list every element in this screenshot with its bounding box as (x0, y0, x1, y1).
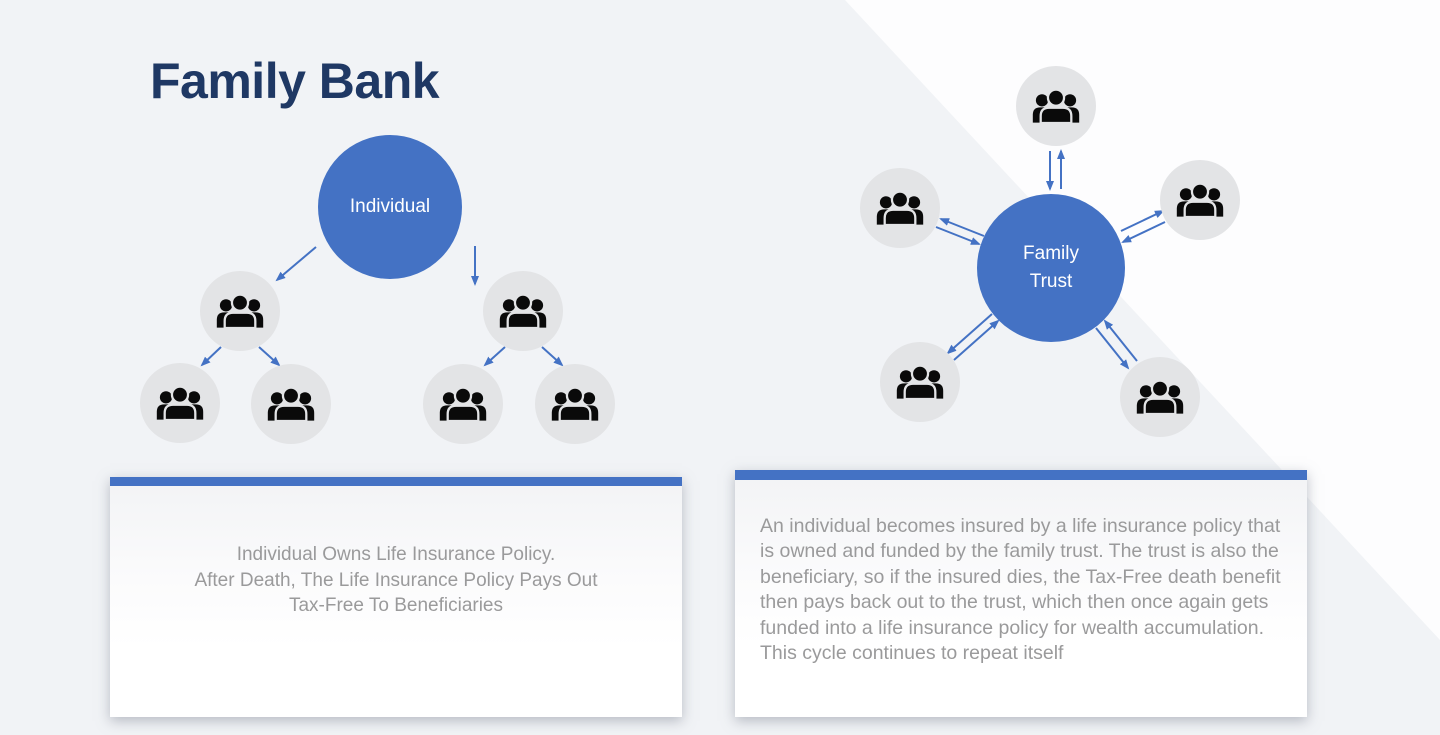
right-note-text: An individual becomes insured by a life … (760, 515, 1281, 665)
beneficiary-group-node (483, 271, 563, 351)
beneficiary-node (140, 363, 220, 443)
arrow-left-group-to-beneficiary-1 (200, 346, 222, 367)
people-icon (1132, 369, 1188, 425)
family-trust-node-label: Family Trust (1023, 243, 1079, 292)
left-note-line: Tax-Free To Beneficiaries (288, 595, 504, 616)
left-note-line: After Death, The Life Insurance Policy P… (194, 569, 598, 591)
people-icon (495, 283, 551, 339)
beneficiary-node (423, 364, 503, 444)
individual-node-label: Individual (349, 196, 431, 218)
beneficiary-node (535, 364, 615, 444)
arrow-right-group-to-beneficiary-4 (541, 346, 564, 367)
arrow-left-group-to-beneficiary-2 (258, 346, 281, 367)
trust-member-node (860, 168, 940, 248)
people-icon (152, 375, 208, 431)
left-note-card: Individual Owns Life Insurance Policy. A… (110, 477, 682, 717)
people-icon (892, 354, 948, 410)
people-icon (547, 376, 603, 432)
individual-node: Individual (318, 135, 462, 279)
left-note-line: Individual Owns Life Insurance Policy. (236, 544, 556, 565)
left-note-text: Individual Owns Life Insurance Policy. A… (130, 542, 662, 619)
arrow-trust-to-lower-right-member (1095, 327, 1130, 370)
people-icon (1028, 78, 1084, 134)
trust-member-node (1016, 66, 1096, 146)
trust-member-node (1120, 357, 1200, 437)
people-icon (263, 376, 319, 432)
people-icon (872, 180, 928, 236)
arrow-trust-to-lower-left-member (946, 313, 993, 355)
trust-member-node (880, 342, 960, 422)
people-icon (1172, 172, 1228, 228)
family-trust-node: Family Trust (977, 194, 1125, 342)
arrow-individual-to-left-group (275, 246, 317, 282)
arrow-lower-right-member-to-trust (1103, 319, 1138, 362)
page-title: Family Bank (150, 53, 440, 109)
arrow-right-group-to-beneficiary-3 (483, 346, 506, 367)
beneficiary-node (251, 364, 331, 444)
people-icon (435, 376, 491, 432)
trust-member-node (1160, 160, 1240, 240)
beneficiary-group-node (200, 271, 280, 351)
right-note-card: An individual becomes insured by a life … (735, 470, 1307, 717)
people-icon (212, 283, 268, 339)
arrow-lower-left-member-to-trust (953, 319, 1000, 361)
arrow-upper-left-member-to-trust (935, 226, 981, 245)
arrow-trust-to-upper-left-member (939, 218, 985, 237)
